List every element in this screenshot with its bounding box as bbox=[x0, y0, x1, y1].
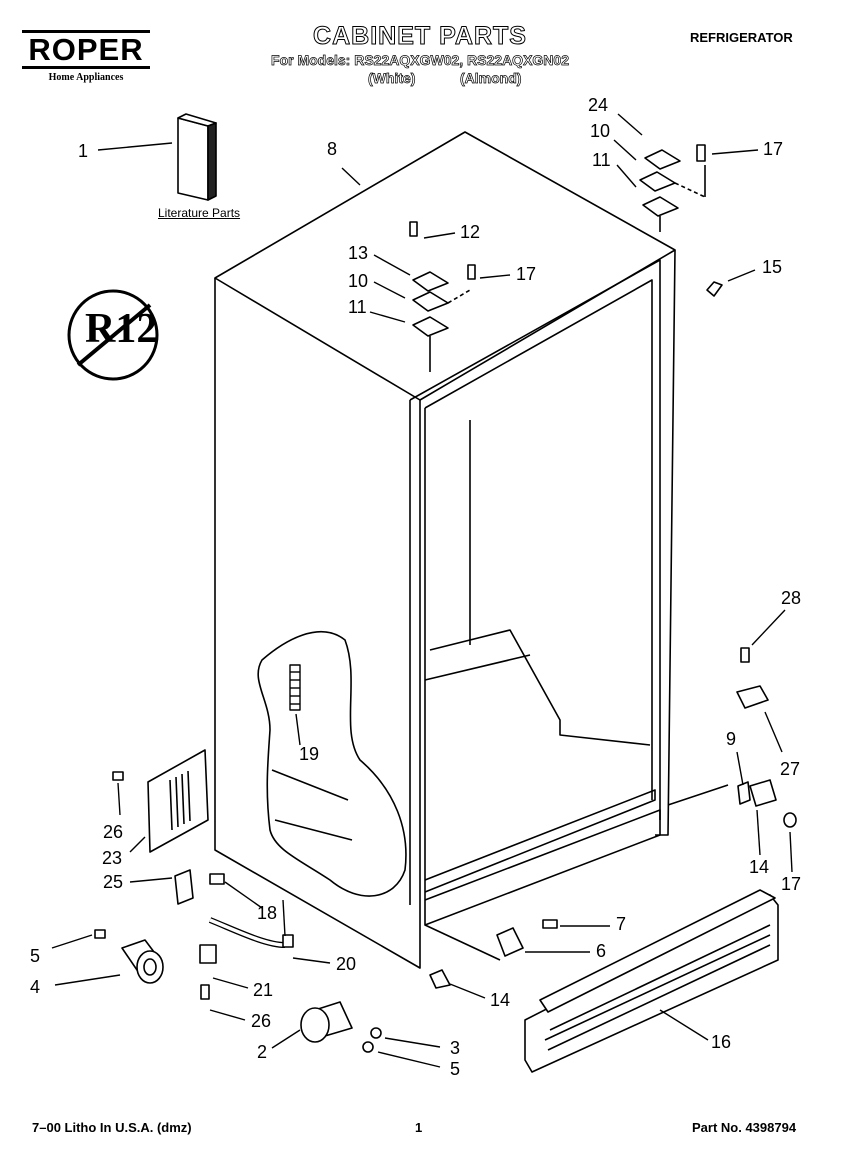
cabinet-body bbox=[214, 131, 676, 969]
badge-text: R12 bbox=[85, 306, 158, 352]
callout-number: 13 bbox=[348, 243, 369, 263]
callout-number: 17 bbox=[516, 264, 537, 284]
callout-number: 18 bbox=[257, 903, 278, 923]
brand-name: ROPER bbox=[28, 32, 144, 67]
category-label: REFRIGERATOR bbox=[690, 30, 793, 45]
front-bracket bbox=[429, 919, 558, 989]
models-line: For Models: RS22AQXGW02, RS22AQXGN02 bbox=[271, 52, 570, 69]
callout-number: 17 bbox=[781, 874, 802, 894]
callout-number: 16 bbox=[711, 1032, 732, 1052]
callout-number: 10 bbox=[348, 271, 369, 291]
callout-number: 23 bbox=[102, 848, 123, 868]
page-title: CABINET PARTS bbox=[313, 22, 527, 51]
variant-white: (White) bbox=[368, 70, 416, 87]
callout-number: 26 bbox=[103, 822, 124, 842]
part-number: Part No. 4398794 bbox=[692, 1120, 797, 1135]
callout-number: 17 bbox=[763, 139, 784, 159]
callout-number: 21 bbox=[253, 980, 274, 1000]
variant-almond: (Almond) bbox=[460, 70, 522, 87]
callout-number: 11 bbox=[592, 150, 611, 170]
literature-booklet bbox=[177, 113, 217, 201]
water-tube bbox=[199, 917, 294, 1000]
callout-number: 20 bbox=[336, 954, 357, 974]
front-roller bbox=[300, 1001, 382, 1053]
callout-number: 5 bbox=[30, 946, 41, 966]
drain-tube bbox=[289, 664, 301, 711]
center-hinge-stack bbox=[409, 221, 476, 372]
callout-number: 11 bbox=[348, 297, 367, 317]
callout-number: 14 bbox=[490, 990, 511, 1010]
left-bracket bbox=[174, 869, 225, 905]
callout-number: 4 bbox=[30, 977, 41, 997]
callout-number: 10 bbox=[590, 121, 611, 141]
callout-number: 2 bbox=[257, 1042, 268, 1062]
rear-access-panel bbox=[112, 749, 209, 853]
callout-number: 8 bbox=[327, 139, 338, 159]
callout-number: 26 bbox=[251, 1011, 272, 1031]
callout-number: 25 bbox=[103, 872, 124, 892]
right-hinge-stack bbox=[639, 144, 706, 232]
callout-number: 12 bbox=[460, 222, 481, 242]
callout-number: 1 bbox=[78, 141, 89, 161]
brand-subtitle: Home Appliances bbox=[48, 72, 124, 83]
right-bracket bbox=[667, 647, 797, 828]
callout-number: 9 bbox=[726, 729, 737, 749]
callout-number: 15 bbox=[762, 257, 783, 277]
callout-number: 5 bbox=[450, 1059, 461, 1079]
callout-number: 28 bbox=[781, 588, 802, 608]
leader-arrows bbox=[51, 113, 793, 1068]
footer-litho: 7–00 Litho In U.S.A. (dmz) bbox=[32, 1120, 192, 1135]
toe-grille bbox=[524, 889, 779, 1073]
callout-number: 19 bbox=[299, 744, 320, 764]
callout-number: 7 bbox=[616, 914, 627, 934]
callout-number: 6 bbox=[596, 941, 607, 961]
callout-number: 14 bbox=[749, 857, 770, 877]
clip-part bbox=[706, 281, 723, 297]
literature-parts-label: Literature Parts bbox=[158, 206, 241, 220]
page-number: 1 bbox=[415, 1120, 423, 1135]
callout-number: 3 bbox=[450, 1038, 461, 1058]
callout-number: 24 bbox=[588, 95, 609, 115]
roller-assembly bbox=[94, 929, 164, 984]
callout-number: 27 bbox=[780, 759, 801, 779]
roper-logo: ROPER Home Appliances bbox=[22, 30, 150, 83]
r12-badge bbox=[67, 289, 159, 381]
